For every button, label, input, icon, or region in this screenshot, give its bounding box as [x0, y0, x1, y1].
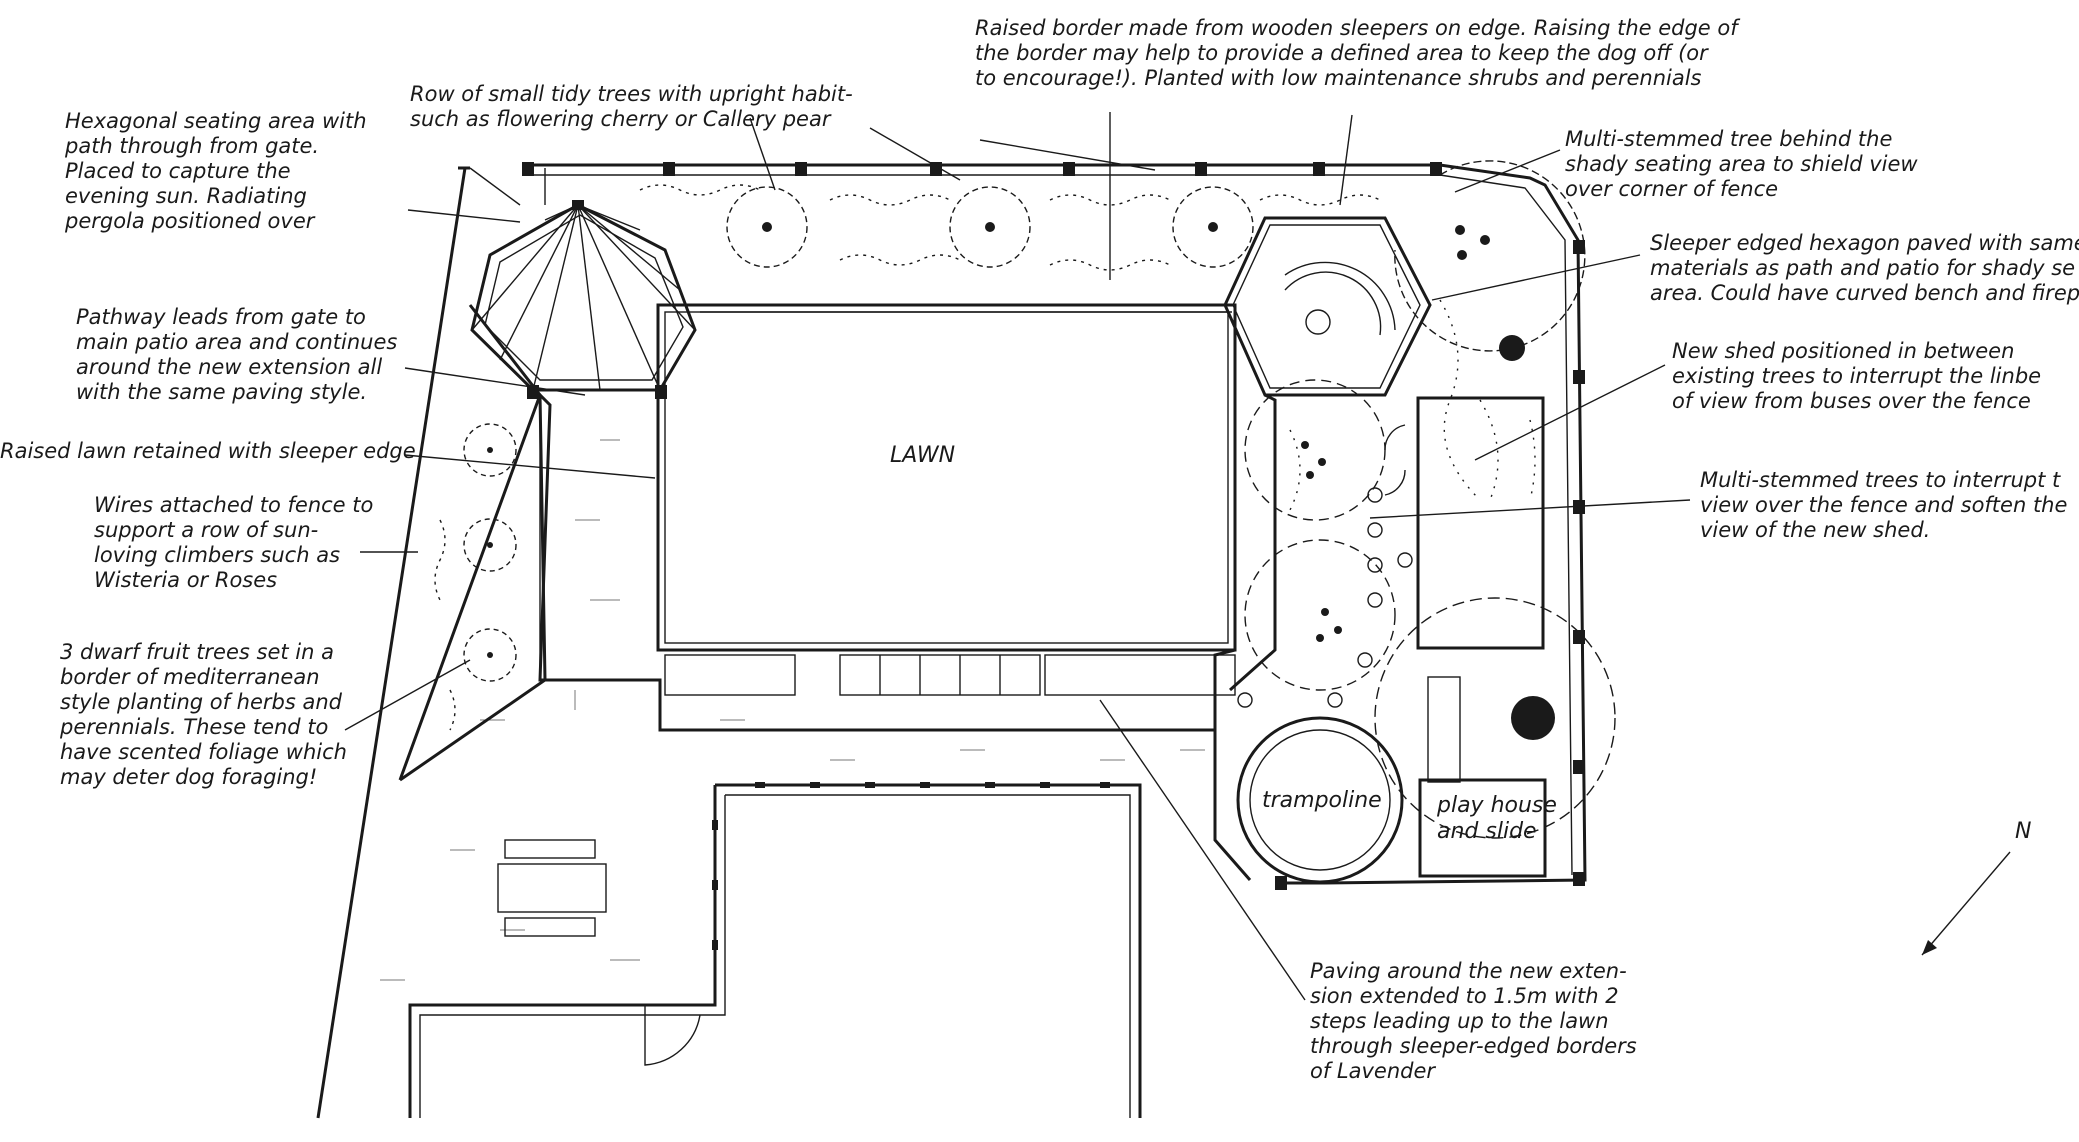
flowering-cherry-trees	[726, 186, 1254, 268]
note-pathway-3: around the new extension all	[76, 355, 382, 379]
note-paving-extension-3: steps leading up to the lawn	[1310, 1009, 1609, 1033]
hexagonal-pergola	[470, 200, 697, 399]
note-sleeper-hexagon-1: Sleeper edged hexagon paved with same	[1650, 231, 2079, 255]
note-multi-stemmed-trees-1: Multi-stemmed trees to interrupt t	[1700, 468, 2061, 492]
fruit-tree-border	[399, 304, 547, 782]
multi-stemmed-tree-top	[1394, 160, 1586, 361]
lawn: LAWN	[656, 303, 1237, 696]
note-new-shed-2: existing trees to interrupt the linbe	[1672, 364, 2041, 388]
note-multi-stemmed-tree-1: Multi-stemmed tree behind the	[1565, 127, 1892, 151]
note-multi-stemmed-trees-2: view over the fence and soften the	[1700, 493, 2067, 517]
note-fruit-trees-3: style planting of herbs and	[60, 690, 343, 714]
note-fruit-trees-6: may deter dog foraging!	[60, 765, 317, 789]
shady-seating-hexagon	[1223, 216, 1432, 397]
note-pathway-2: main patio area and continues	[76, 330, 397, 354]
paved-path	[380, 392, 1252, 1118]
shed	[1384, 396, 1545, 650]
note-paving-extension-1: Paving around the new exten-	[1310, 959, 1627, 983]
note-hexagonal-seating-4: evening sun. Radiating	[65, 184, 307, 208]
trampoline-label: trampoline	[1262, 788, 1382, 813]
note-hexagonal-seating-5: pergola positioned over	[64, 209, 316, 233]
north-label: N	[2015, 819, 2031, 844]
note-raised-border-1: Raised border made from wooden sleepers …	[975, 16, 1741, 40]
leader-lines	[344, 112, 1691, 1001]
note-multi-stemmed-tree-3: over corner of fence	[1565, 177, 1778, 201]
note-wires-4: Wisteria or Roses	[94, 568, 277, 592]
note-paving-extension-5: of Lavender	[1310, 1059, 1436, 1083]
note-hexagonal-seating-3: Placed to capture the	[65, 159, 291, 183]
note-raised-border-3: to encourage!). Planted with low mainten…	[975, 66, 1702, 90]
play-house-label-2: and slide	[1437, 819, 1537, 844]
note-wires-1: Wires attached to fence to	[94, 493, 373, 517]
note-row-of-trees-2: such as flowering cherry or Callery pear	[410, 107, 832, 131]
note-hexagonal-seating-2: path through from gate.	[64, 134, 319, 158]
note-raised-lawn: Raised lawn retained with sleeper edge	[0, 439, 416, 463]
play-house: play house and slide	[1418, 676, 1557, 878]
note-hexagonal-seating-1: Hexagonal seating area with	[65, 109, 367, 133]
north-arrow: N	[1921, 819, 2031, 956]
play-house-label-1: play house	[1436, 793, 1557, 818]
right-border	[1213, 299, 1536, 730]
note-sleeper-hexagon-3: area. Could have curved bench and firep	[1650, 281, 2079, 305]
annotations: Hexagonal seating area with path through…	[0, 16, 2079, 1083]
note-new-shed-3: of view from buses over the fence	[1672, 389, 2031, 413]
note-paving-extension-2: sion extended to 1.5m with 2	[1310, 984, 1619, 1008]
lawn-label: LAWN	[890, 443, 955, 468]
note-multi-stemmed-tree-2: shady seating area to shield view	[1565, 152, 1918, 176]
note-wires-2: support a row of sun-	[94, 518, 318, 542]
trampoline: trampoline	[1236, 716, 1404, 884]
note-pathway-4: with the same paving style.	[76, 380, 367, 404]
note-fruit-trees-4: perennials. These tend to	[59, 715, 328, 739]
note-fruit-trees-2: border of mediterranean	[60, 665, 320, 689]
note-fruit-trees-1: 3 dwarf fruit trees set in a	[60, 640, 334, 664]
note-paving-extension-4: through sleeper-edged borders	[1310, 1034, 1637, 1058]
multi-stemmed-trees-lower	[1237, 379, 1616, 839]
note-multi-stemmed-trees-3: view of the new shed.	[1700, 518, 1930, 542]
note-fruit-trees-5: have scented foliage which	[60, 740, 347, 764]
note-new-shed-1: New shed positioned in between	[1672, 339, 2014, 363]
note-raised-border-2: the border may help to provide a defined…	[975, 41, 1709, 65]
note-sleeper-hexagon-2: materials as path and patio for shady se	[1650, 256, 2075, 280]
note-pathway-1: Pathway leads from gate to	[76, 305, 366, 329]
note-row-of-trees-1: Row of small tidy trees with upright hab…	[410, 82, 853, 106]
note-wires-3: loving climbers such as	[94, 543, 340, 567]
boundary-fence	[316, 162, 1587, 1119]
